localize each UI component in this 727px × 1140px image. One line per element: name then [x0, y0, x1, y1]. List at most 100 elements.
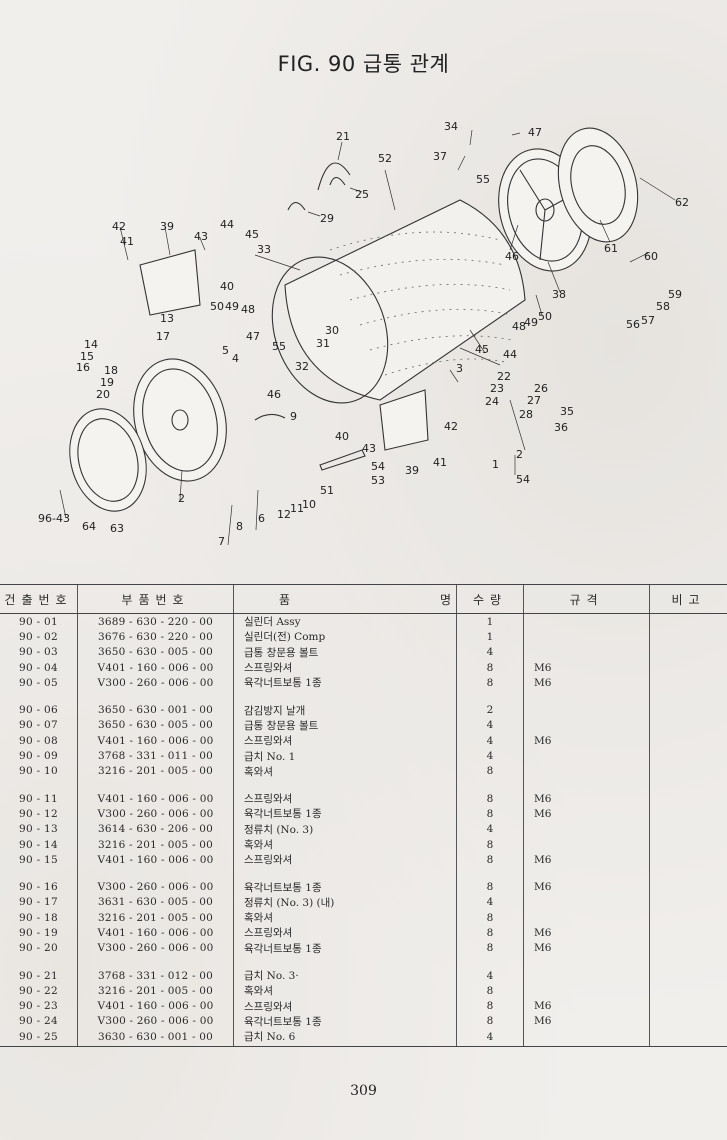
part-no-cell: 3631 - 630 - 005 - 00	[77, 894, 234, 911]
part-no-cell: V300 - 260 - 006 - 00	[77, 879, 234, 895]
svg-text:16: 16	[76, 361, 90, 374]
item-no-cell: 90 - 24	[18, 1015, 59, 1028]
svg-text:39: 39	[160, 220, 174, 233]
part-no-cell: 3216 - 201 - 005 - 00	[77, 836, 234, 853]
part-name-cell: 스프링와셔	[233, 733, 457, 749]
part-name-cell: 혹와셔	[233, 910, 457, 926]
svg-text:40: 40	[220, 280, 234, 293]
svg-text:2: 2	[178, 492, 185, 505]
spec-cell	[523, 644, 650, 660]
quantity-cell: 8	[456, 983, 524, 999]
item-no-cell: 90 - 23	[18, 1000, 59, 1013]
svg-text:47: 47	[528, 126, 542, 139]
part-name-cell: 급통 창문용 볼트	[233, 644, 457, 660]
note-cell	[649, 983, 727, 999]
svg-text:7: 7	[218, 535, 225, 548]
drum-body	[284, 199, 526, 401]
svg-text:31: 31	[316, 337, 330, 350]
svg-text:15: 15	[80, 350, 94, 363]
spec-cell	[523, 702, 650, 718]
header-qty: 수량	[456, 584, 524, 614]
svg-text:10: 10	[302, 498, 316, 511]
note-cell	[649, 659, 727, 676]
svg-text:11: 11	[290, 502, 304, 515]
spec-cell	[523, 910, 650, 926]
page-number: 309	[350, 1083, 377, 1099]
quantity-cell: 8	[456, 852, 524, 868]
part-no-cell: V300 - 260 - 006 - 00	[77, 1013, 234, 1030]
part-no-cell: V401 - 160 - 006 - 00	[77, 659, 234, 676]
figure-title: FIG. 90 급통 관계	[277, 52, 450, 76]
svg-text:61: 61	[604, 242, 618, 255]
svg-text:42: 42	[444, 420, 458, 433]
part-no-cell: V401 - 160 - 006 - 00	[77, 998, 234, 1014]
part-name-cell: 육각너트보통 1종	[233, 806, 457, 822]
svg-text:9: 9	[290, 410, 297, 423]
part-no-cell: 3650 - 630 - 001 - 00	[77, 702, 234, 718]
header-name-left: 품	[278, 592, 290, 607]
svg-text:34: 34	[444, 120, 458, 133]
svg-text:96-43: 96-43	[38, 512, 70, 525]
note-cell	[649, 790, 727, 807]
note-cell	[649, 940, 727, 956]
svg-text:63: 63	[110, 522, 124, 535]
header-note: 비고	[649, 584, 727, 614]
quantity-cell: 8	[456, 1013, 524, 1030]
svg-text:3: 3	[456, 362, 463, 375]
quantity-cell: 4	[456, 1029, 524, 1048]
quantity-cell: 4	[456, 644, 524, 660]
spec-cell	[523, 748, 650, 764]
svg-text:33: 33	[257, 243, 271, 256]
part-name-cell: 육각너트보통 1종	[233, 675, 457, 691]
svg-text:50: 50	[538, 310, 552, 323]
part-no-cell: V401 - 160 - 006 - 00	[77, 790, 234, 807]
part-no-cell: 3614 - 630 - 206 - 00	[77, 821, 234, 837]
note-cell	[649, 852, 727, 868]
note-cell	[649, 967, 727, 984]
note-cell	[649, 894, 727, 911]
item-no-cell: 90 - 06	[18, 704, 59, 717]
part-no-cell: V300 - 260 - 006 - 00	[77, 675, 234, 691]
svg-text:62: 62	[675, 196, 689, 209]
part-name-cell: 급치 No. 1	[233, 748, 457, 764]
note-cell	[649, 821, 727, 837]
svg-text:25: 25	[355, 188, 369, 201]
part-name-cell: 스프링와셔	[233, 790, 457, 807]
svg-text:57: 57	[641, 314, 655, 327]
note-cell	[649, 748, 727, 764]
quantity-cell: 8	[456, 940, 524, 956]
part-name-cell: 스프링와셔	[233, 998, 457, 1014]
part-no-cell: 3216 - 201 - 005 - 00	[77, 910, 234, 926]
svg-text:2: 2	[516, 448, 523, 461]
item-no-cell: 90 - 14	[18, 838, 59, 851]
svg-text:20: 20	[96, 388, 110, 401]
svg-text:51: 51	[320, 484, 334, 497]
svg-text:18: 18	[104, 364, 118, 377]
part-name-cell: 급통 창문용 볼트	[233, 717, 457, 734]
note-cell	[649, 717, 727, 734]
quantity-cell: 4	[456, 748, 524, 764]
svg-text:53: 53	[371, 474, 385, 487]
svg-text:27: 27	[527, 394, 541, 407]
quantity-cell: 8	[456, 836, 524, 853]
part-name-cell: 정류치 (No. 3) (내)	[233, 894, 457, 911]
item-no-cell: 90 - 17	[18, 896, 59, 909]
spec-cell: M6	[523, 790, 650, 807]
svg-text:17: 17	[156, 330, 170, 343]
part-name-cell: 스프링와셔	[233, 659, 457, 676]
part-name-cell: 육각너트보통 1종	[233, 940, 457, 956]
svg-text:5: 5	[222, 344, 229, 357]
item-no-cell: 90 - 12	[18, 807, 59, 820]
quantity-cell: 8	[456, 659, 524, 676]
